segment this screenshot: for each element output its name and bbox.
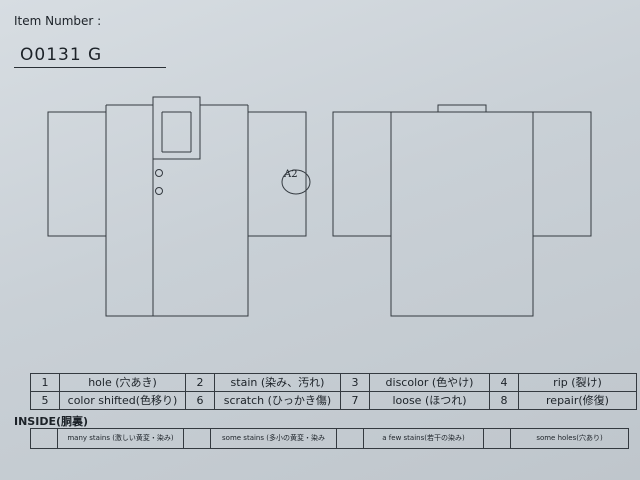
button-icon	[155, 187, 163, 195]
legend-label: hole (穴あき)	[59, 373, 186, 392]
legend-number: 3	[340, 373, 370, 392]
inside-option: some stains (多小の黄変・染み	[210, 428, 337, 449]
front-body	[105, 105, 249, 317]
damage-legend-table: 1 hole (穴あき) 2 stain (染み、汚れ) 3 discolor …	[30, 373, 637, 410]
back-view	[332, 104, 592, 317]
inside-condition-table: many stains (激しい黄変・染み) some stains (多小の黄…	[30, 428, 629, 449]
legend-number: 2	[185, 373, 215, 392]
inside-option: a few stains(若干の染み)	[363, 428, 484, 449]
back-collar	[437, 104, 487, 112]
inside-checkbox[interactable]	[30, 428, 58, 449]
item-number-underline	[14, 67, 166, 68]
garment-diagram	[47, 96, 592, 317]
legend-label: scratch (ひっかき傷)	[214, 391, 341, 410]
legend-label: rip (裂け)	[518, 373, 637, 392]
legend-label: color shifted(色移り)	[59, 391, 186, 410]
annotation-label: A2	[284, 169, 298, 180]
legend-number: 7	[340, 391, 370, 410]
inside-title: INSIDE(胴裏)	[14, 415, 89, 428]
legend-row: 5 color shifted(色移り) 6 scratch (ひっかき傷) 7…	[30, 391, 637, 410]
inside-row: many stains (激しい黄変・染み) some stains (多小の黄…	[30, 428, 629, 449]
inside-checkbox[interactable]	[183, 428, 211, 449]
legend-number: 1	[30, 373, 60, 392]
inside-checkbox[interactable]	[336, 428, 364, 449]
annotation-circle	[281, 169, 311, 195]
front-view	[47, 96, 307, 317]
legend-label: repair(修復)	[518, 391, 637, 410]
item-number-label: Item Number :	[14, 14, 102, 28]
legend-label: discolor (色やけ)	[369, 373, 490, 392]
item-number-value: O0131 G	[20, 45, 103, 65]
legend-row: 1 hole (穴あき) 2 stain (染み、汚れ) 3 discolor …	[30, 373, 637, 392]
front-collar	[152, 96, 201, 160]
legend-label: stain (染み、汚れ)	[214, 373, 341, 392]
back-body	[390, 111, 534, 317]
back-right-sleeve	[532, 111, 592, 237]
legend-label: loose (ほつれ)	[369, 391, 490, 410]
back-left-sleeve	[332, 111, 392, 237]
button-icon	[155, 169, 163, 177]
legend-number: 4	[489, 373, 519, 392]
inside-checkbox[interactable]	[483, 428, 511, 449]
front-left-sleeve	[47, 111, 107, 237]
legend-number: 5	[30, 391, 60, 410]
inside-option: many stains (激しい黄変・染み)	[57, 428, 184, 449]
inside-option: some holes(穴あり)	[510, 428, 629, 449]
legend-number: 8	[489, 391, 519, 410]
legend-number: 6	[185, 391, 215, 410]
